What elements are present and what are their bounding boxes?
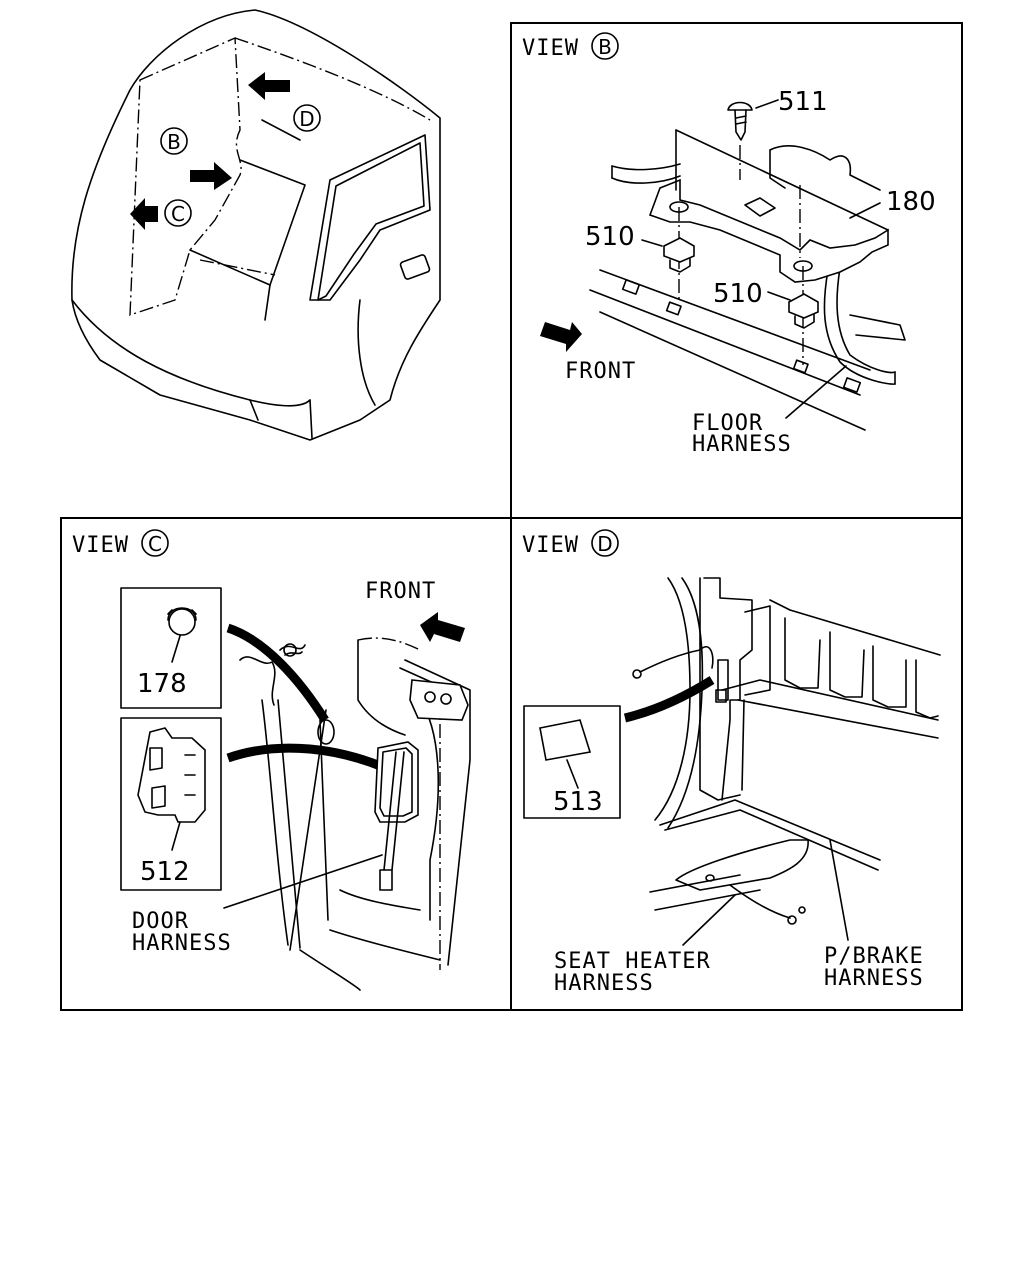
view-b-harness-line2: HARNESS (692, 432, 792, 457)
view-c-part-512: 512 (140, 857, 190, 887)
view-d-frame (510, 517, 963, 1011)
view-b: VIEW B (522, 32, 936, 457)
view-b-front-label: FRONT (565, 359, 636, 384)
view-c: VIEW C 178 512 (72, 529, 471, 991)
overview-marker-b: B (167, 130, 181, 154)
view-b-part-180: 180 (886, 187, 936, 217)
view-d-seat-line2: HARNESS (554, 971, 654, 996)
view-d-part-513: 513 (553, 787, 603, 817)
overview-marker-c: C (171, 202, 185, 226)
view-d-letter: D (597, 532, 612, 556)
view-c-letter: C (148, 532, 162, 556)
overview-marker-d: D (299, 107, 314, 131)
view-b-part-511: 511 (778, 87, 828, 117)
view-c-harness-line2: HARNESS (132, 931, 232, 956)
view-c-front-label: FRONT (365, 579, 436, 604)
view-b-part-510-a: 510 (585, 222, 635, 252)
view-d-brake-line1: P/BRAKE (824, 944, 924, 969)
view-b-part-510-b: 510 (713, 279, 763, 309)
view-b-harness-line1: FLOOR (692, 411, 763, 436)
view-c-part-178: 178 (137, 669, 187, 699)
view-d-seat-line1: SEAT HEATER (554, 949, 711, 974)
view-d: VIEW D 513 (522, 529, 941, 996)
view-b-title: VIEW (522, 36, 579, 61)
view-d-brake-line2: HARNESS (824, 966, 924, 991)
view-d-title: VIEW (522, 533, 579, 558)
view-b-letter: B (598, 35, 612, 59)
view-c-title: VIEW (72, 533, 129, 558)
view-c-harness-line1: DOOR (132, 909, 189, 934)
cab-overview: B D C (71, 9, 441, 441)
